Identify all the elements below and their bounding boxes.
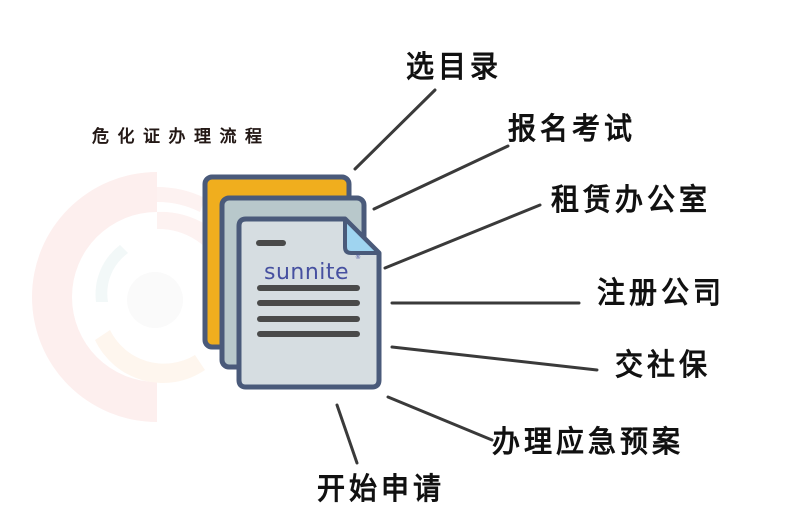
step-register-exam: 报名考试 [508, 110, 637, 147]
step-register-company: 注册公司 [597, 274, 726, 311]
step-pay-social-insurance: 交社保 [615, 346, 712, 383]
registered-mark: ® [355, 254, 361, 261]
sunnite-logo: sunnite [264, 260, 349, 285]
step-start-application: 开始申请 [317, 470, 446, 507]
step-emergency-plan: 办理应急预案 [492, 423, 685, 460]
step-rent-office: 租赁办公室 [551, 181, 712, 218]
page-title: 危化证办理流程 [92, 127, 271, 147]
connector-lines [335, 88, 599, 465]
step-select-catalog: 选目录 [406, 48, 503, 85]
